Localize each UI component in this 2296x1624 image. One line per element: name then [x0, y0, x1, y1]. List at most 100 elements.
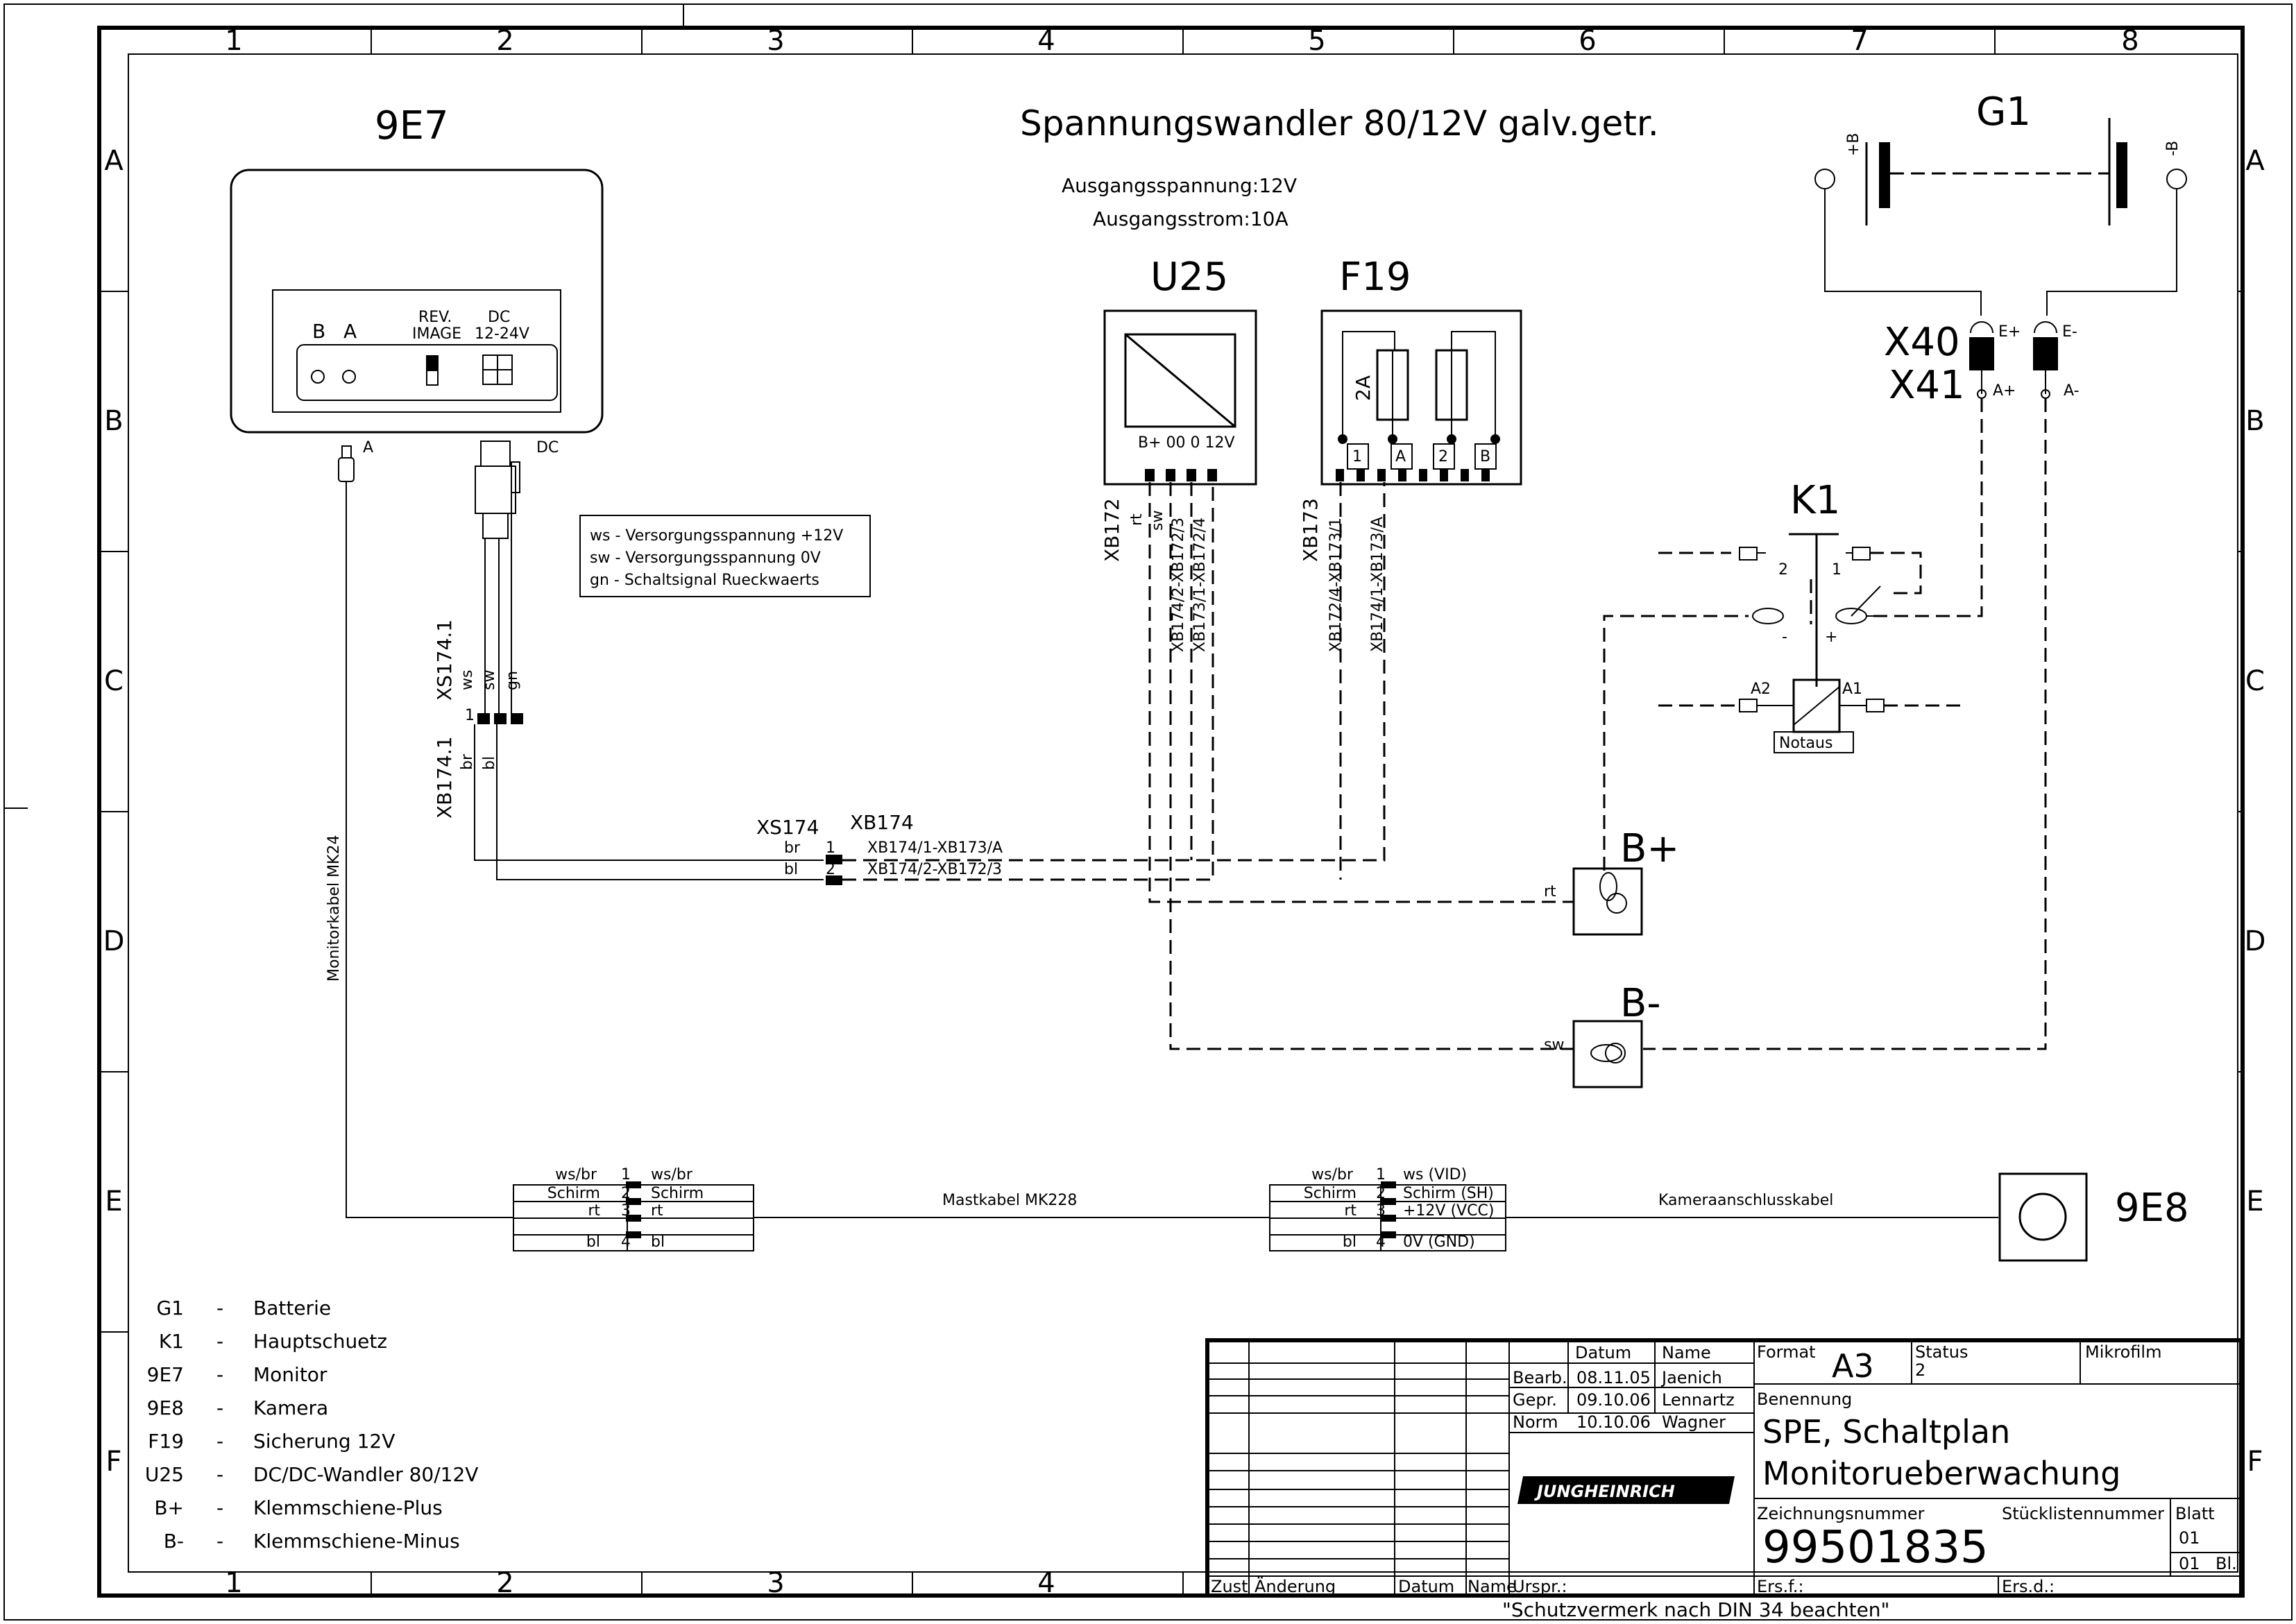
k1-a2: A2: [1751, 681, 1771, 698]
cr-row2-l: Schirm: [1304, 1185, 1357, 1202]
plug-dc-label: DC: [536, 439, 559, 456]
col-label-4-bottom: 4: [1037, 1567, 1055, 1599]
legend-dash-5: -: [216, 1430, 223, 1453]
monitor-panel-inner: [296, 344, 558, 401]
terminal-screw-b: [311, 370, 325, 384]
grid-labels: 1 2 3 4 5 6 7 8 1 2 3 4 A B C D E F A B …: [103, 25, 2266, 1599]
x40-e-plus: E+: [1998, 323, 2021, 341]
connector-x40-x41: X40 X41 E+ E- A+ A-: [1643, 320, 2080, 1050]
legend-sw: sw - Versorgungsspannung 0V: [590, 549, 821, 567]
tb-benennung-label: Benennung: [1757, 1390, 1852, 1409]
tb-date-1: 08.11.05: [1576, 1368, 1651, 1387]
legend-dash-4: -: [216, 1396, 223, 1419]
legend-id-3: 9E7: [147, 1363, 184, 1386]
x41-a-minus: A-: [2064, 382, 2080, 400]
col-label-1: 1: [225, 25, 242, 57]
xs174-row2-wire: bl: [784, 861, 798, 878]
converter-u25: U25 B+ 00 0 12V XB172 rt sw XB174/2-XB17…: [1100, 255, 1257, 652]
col-label-8: 8: [2121, 25, 2138, 57]
col-label-3: 3: [767, 25, 784, 57]
tb-urspr: Urspr.:: [1513, 1577, 1567, 1596]
tb-format-label: Format: [1757, 1342, 1816, 1362]
monitor-id: 9E7: [375, 103, 449, 148]
plug-dc-body: [475, 465, 516, 514]
f19-pin-1: 1: [1352, 448, 1362, 465]
battery-plus: +B: [1845, 133, 1862, 156]
legend-dash-2: -: [216, 1330, 223, 1353]
tb-format-value: A3: [1832, 1347, 1874, 1385]
xb1741-label: XB174.1: [433, 736, 456, 819]
monitor-wires: [346, 481, 513, 1218]
cl-row1-r: ws/br: [651, 1166, 693, 1183]
tb-zeichnungsnummer-label: Zeichnungsnummer: [1757, 1504, 1925, 1523]
row-label-f-right: F: [2247, 1446, 2263, 1478]
cl-row4-r: bl: [651, 1233, 665, 1251]
connector-block-left: ws/br Schirm rt bl 1 2 3 4 ws/br Schirm …: [513, 1166, 1270, 1251]
tb-blatt-unit: Bl.: [2216, 1554, 2237, 1573]
f19-pin-2: 2: [1438, 448, 1448, 465]
cl-row3-r: rt: [651, 1202, 663, 1220]
monitor-terminal-a: A: [343, 320, 357, 343]
x40-label: X40: [1884, 320, 1960, 365]
monitor-dc-label-1: DC: [488, 309, 510, 326]
row-label-e: E: [105, 1186, 122, 1217]
tb-col-name: Name: [1662, 1343, 1711, 1362]
cl-row1-l: ws/br: [555, 1166, 597, 1183]
legend-desc-3: Monitor: [253, 1363, 328, 1386]
cl-row3-l: rt: [588, 1202, 600, 1220]
xb172-label: XB172: [1100, 498, 1123, 562]
tb-date-2: 09.10.06: [1576, 1390, 1651, 1410]
battery-g1: G1 +B -B: [1814, 89, 2187, 316]
row-label-f: F: [105, 1446, 121, 1478]
u25-route2: XB173/1-XB172/4: [1191, 518, 1209, 652]
tb-name-3: Wagner: [1662, 1412, 1726, 1432]
tb-status-value: 2: [1915, 1360, 1925, 1380]
cl-row2-l: Schirm: [547, 1185, 600, 1202]
spec-current: Ausgangsstrom:10A: [1093, 207, 1289, 230]
k1-plus: +: [1825, 629, 1837, 646]
cr-row1-l: ws/br: [1311, 1166, 1354, 1183]
u25-route1: XB174/2-XB172/3: [1170, 518, 1187, 652]
xs174-row2-pin: 2: [826, 861, 835, 878]
protection-note: "Schutzvermerk nach DIN 34 beachten": [1502, 1598, 1889, 1621]
monitor-rev-label-2: IMAGE: [412, 325, 461, 343]
legend-desc-4: Kamera: [253, 1396, 328, 1419]
monitor-body: [230, 169, 604, 434]
g1-label: G1: [1976, 89, 2031, 135]
cr-row2-r: Schirm (SH): [1403, 1185, 1494, 1202]
row-label-c: C: [104, 665, 124, 697]
tb-name-2: Lennartz: [1662, 1390, 1735, 1410]
row-label-a-right: A: [2245, 145, 2265, 177]
bus-plus-label: B+: [1620, 826, 1679, 871]
legend-dash-7: -: [216, 1496, 223, 1519]
xb174-routes: [842, 482, 1386, 881]
bus-plus-wire: rt: [1544, 883, 1556, 900]
xs1741-pin-1: 1: [465, 707, 475, 724]
tb-date-3: 10.10.06: [1576, 1412, 1651, 1432]
cl-row2-pin: 2: [621, 1185, 631, 1202]
xs1741-wire-ws: ws: [459, 670, 476, 690]
battery-minus: -B: [2164, 141, 2182, 156]
mast-cable-label: Mastkabel MK228: [942, 1192, 1077, 1209]
legend-id-1: G1: [156, 1297, 184, 1319]
f19-pin-b: B: [1480, 448, 1490, 465]
u25-pins: B+ 00 0 12V: [1138, 434, 1235, 452]
tb-zust: Zust: [1211, 1577, 1248, 1596]
grid-ticks: [99, 28, 2243, 1596]
cr-row3-r: +12V (VCC): [1403, 1202, 1494, 1220]
legend-dash-8: -: [216, 1530, 223, 1553]
f19-rating: 2A: [1352, 375, 1375, 401]
x41-label: X41: [1889, 363, 1965, 408]
tb-benennung-line2: Monitorueberwachung: [1762, 1455, 2121, 1492]
xs174-row1-pin: 1: [826, 839, 835, 857]
k1-a1: A1: [1842, 681, 1862, 698]
col-label-3-bottom: 3: [767, 1567, 784, 1599]
tb-ersf: Ers.f.:: [1757, 1577, 1804, 1596]
plug-a-head: [341, 445, 352, 459]
component-legend: G1 K1 9E7 9E8 F19 U25 B+ B- - - - - - - …: [145, 1297, 479, 1553]
rev-switch-knob: [427, 356, 438, 371]
tb-blatt-label: Blatt: [2175, 1504, 2215, 1523]
legend-desc-6: DC/DC-Wandler 80/12V: [253, 1463, 478, 1486]
u25-body: [1103, 309, 1257, 486]
